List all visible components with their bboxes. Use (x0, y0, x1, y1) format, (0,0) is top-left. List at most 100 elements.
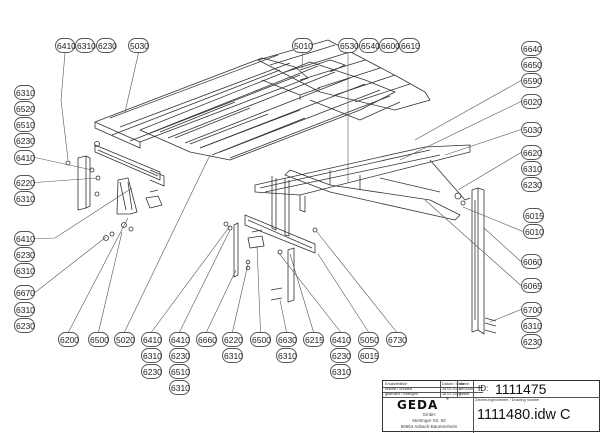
right-bolts (454, 192, 497, 334)
leader-line (256, 245, 261, 333)
leader-line (301, 52, 303, 69)
leader-line (34, 187, 133, 239)
leader-line (483, 227, 522, 262)
callout-6015: 6015 (523, 208, 544, 223)
created-name: GEDAst (459, 387, 473, 391)
callout-6215: 6215 (303, 332, 324, 347)
callout-6310: 6310 (276, 348, 297, 363)
callout-6310: 6310 (14, 85, 35, 100)
leader-line (179, 229, 231, 333)
callout-6610: 6610 (399, 38, 420, 53)
callout-6230: 6230 (14, 133, 35, 148)
leader-line (424, 199, 522, 286)
callout-6510: 6510 (14, 117, 35, 132)
leader-line (414, 80, 522, 141)
changed-date: 16.07.2021 (442, 392, 462, 396)
callout-6510: 6510 (169, 364, 190, 379)
leader-line (399, 101, 522, 161)
left-support-a-frame (116, 177, 138, 215)
callout-6310: 6310 (222, 348, 243, 363)
callout-6410: 6410 (55, 38, 76, 53)
callout-6650: 6650 (521, 57, 542, 72)
leader-line (316, 231, 397, 333)
callout-6730: 6730 (386, 332, 407, 347)
registered-mark: ® (446, 396, 449, 401)
middle-fasteners (223, 221, 318, 301)
left-rail (94, 144, 165, 187)
leader-line (232, 263, 249, 333)
id-label: ID: (478, 384, 489, 393)
left-clamp (145, 189, 163, 209)
company-city: 86663 Asbach-Bäumenheim (400, 424, 458, 429)
callout-6620: 6620 (521, 145, 542, 160)
callout-6640: 6640 (521, 41, 542, 56)
frame-posts (271, 176, 290, 237)
company-form: GmbH (422, 412, 436, 417)
callout-6410: 6410 (330, 332, 351, 347)
changed-label: geändert / changed (385, 392, 418, 396)
callout-6540: 6540 (359, 38, 380, 53)
leader-line (289, 253, 314, 333)
callout-6230: 6230 (330, 348, 351, 363)
front-beam (254, 144, 471, 213)
company-street: Mertinger Str. 60 (412, 418, 446, 423)
left-post (77, 155, 91, 211)
callout-6410: 6410 (141, 332, 162, 347)
callout-6530: 6530 (338, 38, 359, 53)
callout-6200: 6200 (58, 332, 79, 347)
callout-6310: 6310 (169, 380, 190, 395)
leader-line (444, 129, 522, 156)
callout-6500: 6500 (88, 332, 109, 347)
leader-line (277, 251, 341, 333)
middle-post-small (287, 247, 295, 303)
leader-line (317, 253, 369, 333)
callout-6670: 6670 (14, 285, 35, 300)
callout-6220: 6220 (222, 332, 243, 347)
callout-6230: 6230 (521, 334, 542, 349)
callout-6060: 6060 (521, 254, 542, 269)
middle-post (233, 222, 239, 278)
callout-6310: 6310 (141, 348, 162, 363)
changed-name: gaster (459, 392, 470, 396)
leader-line (151, 225, 231, 333)
callout-6310: 6310 (14, 263, 35, 278)
callout-5030: 5030 (128, 38, 149, 53)
callout-6230: 6230 (14, 247, 35, 262)
callout-6520: 6520 (14, 101, 35, 116)
callout-6015: 6015 (358, 348, 379, 363)
leader-line (34, 157, 93, 171)
middle-clamp (247, 229, 265, 249)
callout-5020: 5020 (114, 332, 135, 347)
callout-5010: 5010 (292, 38, 313, 53)
leader-line (34, 177, 98, 183)
leader-line (60, 52, 69, 161)
callout-6310: 6310 (330, 364, 351, 379)
callout-6310: 6310 (521, 318, 542, 333)
leader-line (124, 154, 211, 333)
leader-line (124, 52, 139, 113)
middle-rail (244, 214, 316, 254)
callout-6230: 6230 (14, 318, 35, 333)
callout-6310: 6310 (521, 161, 542, 176)
created-date: 15.02.2018 (442, 387, 462, 391)
leader-line (457, 152, 522, 191)
callout-6230: 6230 (96, 38, 117, 53)
rear-beam (284, 169, 461, 221)
created-label: erstellt / created (385, 387, 413, 391)
leader-line (462, 206, 524, 232)
callout-6310: 6310 (75, 38, 96, 53)
callout-6220: 6220 (14, 175, 35, 190)
callout-6010: 6010 (523, 224, 544, 239)
callout-6230: 6230 (169, 348, 190, 363)
callout-6600: 6600 (379, 38, 400, 53)
leader-line (98, 231, 123, 333)
drawing-number: 1111480.idw C (477, 407, 571, 423)
callout-6310: 6310 (14, 302, 35, 317)
callout-5030: 5030 (521, 122, 542, 137)
callout-6700: 6700 (521, 302, 542, 317)
title-block: Ersatzteilliste Datum / Date Name erstel… (382, 380, 600, 433)
callout-6590: 6590 (521, 73, 542, 88)
leader-line (34, 236, 107, 293)
callout-6630: 6630 (276, 332, 297, 347)
